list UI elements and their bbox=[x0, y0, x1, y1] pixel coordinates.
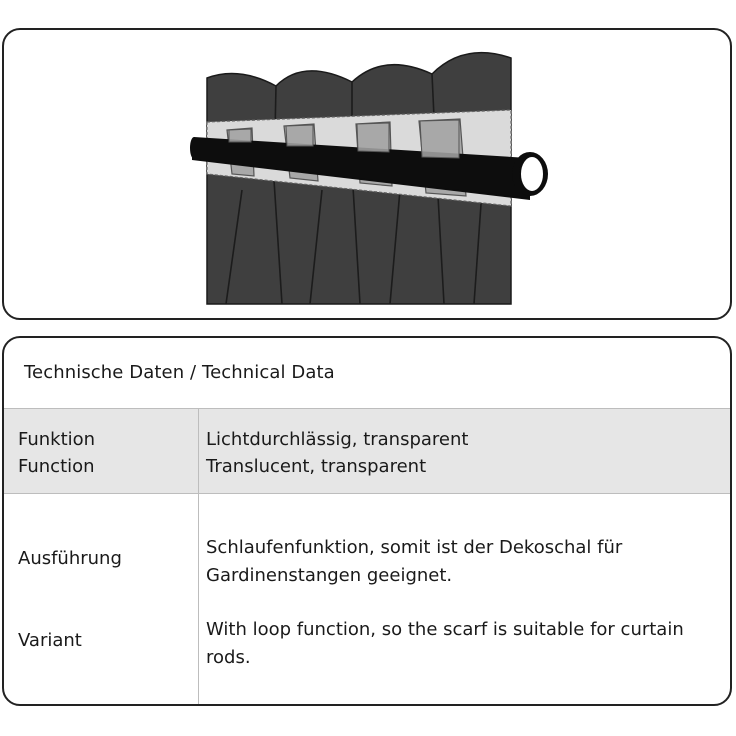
function-label-en: Function bbox=[18, 456, 95, 477]
function-value-de: Lichtdurchlässig, transparent bbox=[206, 429, 469, 450]
variant-label-de: Ausführung bbox=[18, 548, 122, 569]
variant-label-en: Variant bbox=[18, 630, 82, 651]
table-row-function bbox=[4, 408, 730, 494]
function-label-de: Funktion bbox=[18, 429, 96, 450]
variant-value-en-line2: rods. bbox=[206, 647, 251, 668]
variant-value-de-line2: Gardinenstangen geeignet. bbox=[206, 565, 453, 586]
variant-value-en: With loop function, so the scarf is suit… bbox=[206, 616, 706, 672]
function-label-cell: Funktion Function bbox=[18, 426, 95, 480]
technical-data-title: Technische Daten / Technical Data bbox=[24, 362, 335, 383]
variant-value-de-line1: Schlaufenfunktion, somit ist der Dekosch… bbox=[206, 537, 623, 558]
function-value-cell: Lichtdurchlässig, transparent Translucen… bbox=[206, 426, 706, 480]
variant-value-de: Schlaufenfunktion, somit ist der Dekosch… bbox=[206, 534, 706, 590]
variant-value-en-line1: With loop function, so the scarf is suit… bbox=[206, 619, 684, 640]
loop-tabs-front bbox=[228, 119, 460, 159]
curtain-on-rod-illustration bbox=[190, 51, 548, 305]
function-value-en: Translucent, transparent bbox=[206, 456, 427, 477]
column-divider bbox=[198, 408, 199, 704]
technical-data-panel: Technische Daten / Technical Data Funkti… bbox=[2, 336, 732, 706]
curtain-illustration-panel bbox=[2, 28, 732, 320]
